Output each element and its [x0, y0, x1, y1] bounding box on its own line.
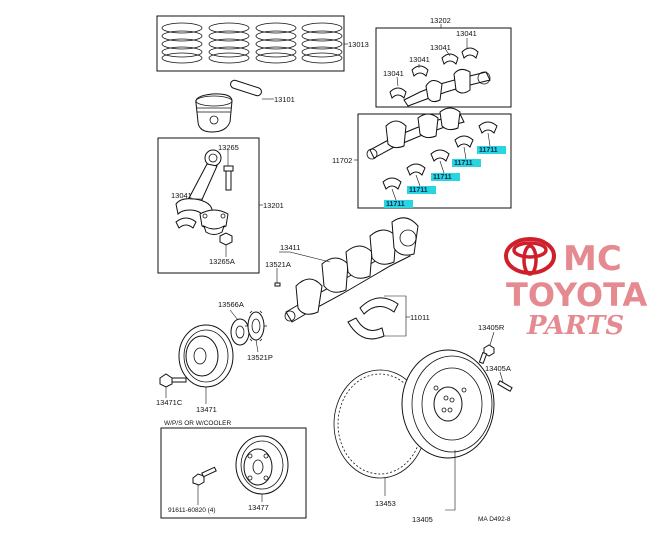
watermark-group: MC TOYOTA PARTS: [504, 237, 647, 341]
alt-pulley-bolt[interactable]: [192, 466, 217, 486]
crank-bearing-set-group: 11702 11711 11711: [332, 107, 512, 209]
piston-pin[interactable]: [230, 79, 263, 97]
label-pulley-bolt[interactable]: 13471C: [156, 398, 183, 407]
piston-ring-set-4[interactable]: [301, 22, 343, 64]
label-option-note[interactable]: W/P/S OR W/COOLER: [164, 420, 231, 427]
label-alt-bolt[interactable]: 91611-60820 (4): [168, 507, 216, 514]
crank-main-bearing-1[interactable]: [478, 121, 498, 134]
label-piston-pin[interactable]: 13101: [274, 95, 295, 104]
connecting-rod[interactable]: [175, 149, 222, 219]
label-bearing-c[interactable]: 13041: [409, 55, 430, 64]
crankshaft-illustration-upper[interactable]: [366, 107, 465, 160]
pulley-bolt[interactable]: [159, 373, 187, 388]
label-con-rod-bearing[interactable]: 13041: [171, 191, 192, 200]
alt-crank-pulley[interactable]: [235, 435, 289, 495]
crank-main-bearing-2[interactable]: [454, 135, 474, 148]
label-hl-3: 11711: [433, 174, 452, 181]
piston-rings-group: 13013: [156, 15, 369, 72]
label-flywheel-dowel[interactable]: 13405A: [485, 364, 511, 373]
piston-ring-set-2[interactable]: [208, 22, 250, 64]
crankshaft-group: 13411 13521A: [265, 217, 419, 323]
con-rod-bearing-upper[interactable]: [175, 217, 197, 229]
label-bearing-a[interactable]: 13041: [456, 29, 477, 38]
label-rings-kit[interactable]: 13013: [348, 40, 369, 49]
label-con-rod-assy[interactable]: 13201: [263, 201, 284, 210]
highlight-11711-4[interactable]: 11711: [407, 186, 436, 194]
label-timing-pulley[interactable]: 13521P: [247, 353, 273, 362]
oil-pump-drive-gear[interactable]: [230, 318, 250, 346]
crank-pulley[interactable]: [178, 324, 234, 388]
connecting-rod-group: 13265 13041 13201 13265A: [157, 137, 284, 274]
flywheel-dowel[interactable]: [497, 380, 513, 392]
label-crank-pulley[interactable]: 13471: [196, 405, 217, 414]
label-thrust-washer-set[interactable]: 11011: [410, 313, 430, 322]
main-bearing-box-group: 13202 13041 13041 13041 13041: [375, 16, 512, 108]
label-hl-5: 11711: [386, 201, 405, 208]
flywheel[interactable]: [401, 349, 495, 459]
crank-main-bearing-5[interactable]: [382, 177, 402, 190]
bearing-shell-1[interactable]: [441, 53, 459, 65]
crank-pulley-group: 13471C 13471: [156, 324, 234, 414]
watermark-mc: MC: [563, 239, 622, 279]
bearing-shell-3[interactable]: [411, 65, 429, 77]
label-bearing-b[interactable]: 13041: [430, 43, 451, 52]
timing-pulley[interactable]: [245, 310, 267, 342]
label-flywheel[interactable]: 13405: [412, 515, 433, 524]
thrust-washer-group: 11011: [347, 295, 430, 340]
alt-pulley-group: W/P/S OR W/COOLER 91611-60820 (4) 13477: [160, 420, 307, 519]
highlight-11711-1[interactable]: 11711: [477, 146, 506, 154]
label-con-rod-bolt[interactable]: 13265: [218, 143, 239, 152]
crank-key[interactable]: [274, 282, 281, 287]
label-alt-pulley[interactable]: 13477: [248, 503, 269, 512]
thrust-washer-upper[interactable]: [359, 297, 399, 315]
con-rod-nut[interactable]: [219, 232, 233, 246]
small-crank-illustration[interactable]: [403, 68, 491, 107]
label-crankshaft[interactable]: 13411: [280, 243, 300, 252]
label-hl-4: 11711: [409, 187, 428, 194]
highlight-11711-3[interactable]: 11711: [431, 173, 460, 181]
label-hl-1: 11711: [479, 147, 498, 154]
label-hl-2: 11711: [454, 160, 473, 167]
piston-ring-set-1[interactable]: [161, 22, 203, 64]
flywheel-group: 13453 13405 13405R 13405A: [333, 323, 513, 524]
label-bearing-d[interactable]: 13041: [383, 69, 404, 78]
label-key[interactable]: 13521A: [265, 260, 291, 269]
thrust-washer-lower[interactable]: [347, 317, 385, 340]
crankshaft[interactable]: [284, 217, 419, 323]
highlight-11711-2[interactable]: 11711: [452, 159, 481, 167]
highlight-11711-5[interactable]: 11711: [384, 200, 413, 208]
label-con-rod-nut[interactable]: 13265A: [209, 257, 235, 266]
watermark-toyota: TOYOTA: [506, 276, 647, 314]
crank-main-bearing-4[interactable]: [406, 163, 426, 176]
label-crank-bearing-set[interactable]: 11702: [332, 156, 352, 165]
toyota-logo-icon: [504, 237, 556, 276]
piston-ring-set-3[interactable]: [255, 22, 297, 64]
piston[interactable]: [195, 93, 233, 133]
diagram-code: MA D492-8: [478, 516, 511, 523]
label-ring-gear[interactable]: 13453: [375, 499, 396, 508]
crank-main-bearing-3[interactable]: [430, 149, 450, 162]
label-flywheel-bolt[interactable]: 13405R: [478, 323, 505, 332]
label-main-bearing-box[interactable]: 13202: [430, 16, 451, 25]
watermark-parts: PARTS: [526, 311, 624, 341]
bearing-shell-2[interactable]: [461, 47, 479, 59]
con-rod-bearing-lower[interactable]: [203, 224, 225, 235]
flywheel-bolt[interactable]: [478, 344, 495, 365]
timing-gear-group: 13566A 13521P: [218, 300, 273, 362]
piston-group: 13101: [195, 79, 295, 133]
label-oil-pump-gear[interactable]: 13566A: [218, 300, 244, 309]
bearing-shell-4[interactable]: [389, 87, 407, 99]
con-rod-bolt[interactable]: [223, 165, 234, 191]
